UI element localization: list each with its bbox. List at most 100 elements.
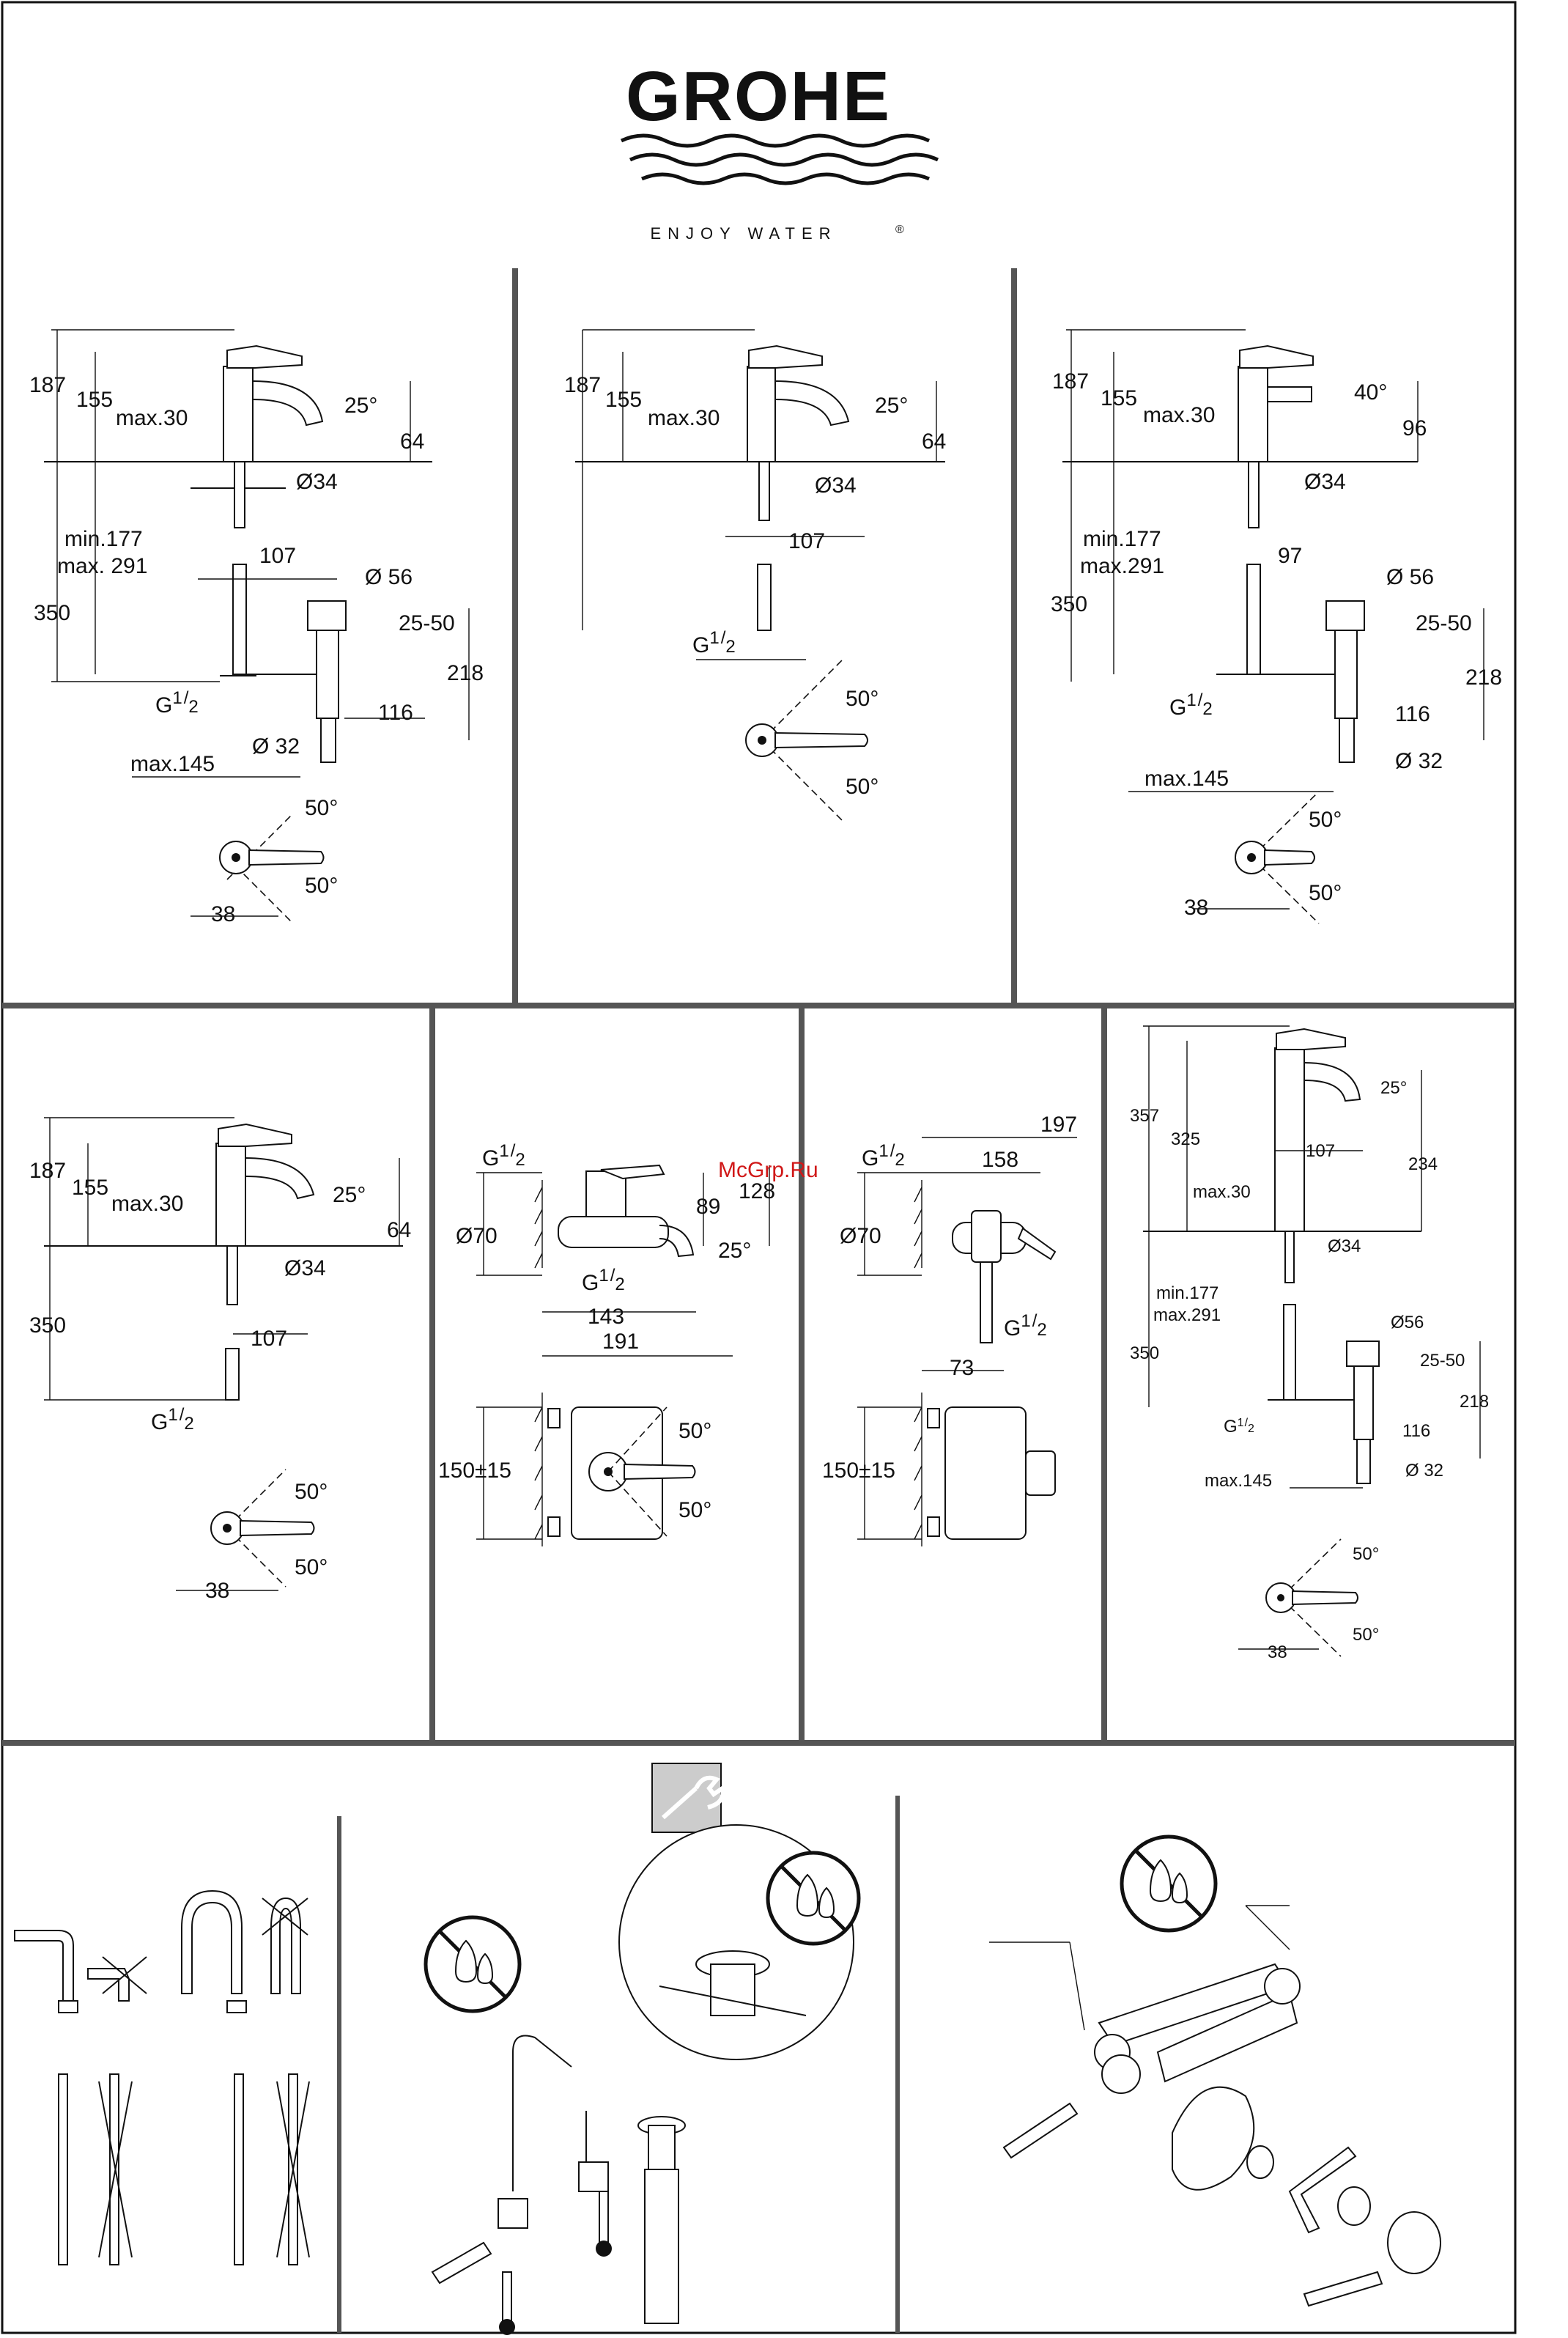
mixer-box xyxy=(1156,1992,1298,2083)
mixer-handle xyxy=(971,1210,1002,1263)
dim-max291: max.291 xyxy=(1153,1305,1221,1325)
dim-angle-50-upper: 50° xyxy=(1309,808,1342,832)
plan-outlet xyxy=(1025,1450,1056,1496)
dim-dia56: Ø56 xyxy=(1391,1313,1424,1332)
logo-wave-1 xyxy=(620,133,931,148)
dim-107: 107 xyxy=(251,1327,287,1351)
dim-325: 325 xyxy=(1171,1129,1200,1149)
dim-38: 38 xyxy=(1184,896,1208,920)
dim-187: 187 xyxy=(1052,369,1089,394)
dim-g-half: G1/2 xyxy=(151,1405,194,1434)
dim-g-half: G1/2 xyxy=(1169,690,1213,720)
dim-angle-50-upper: 50° xyxy=(678,1419,711,1443)
supply-hose xyxy=(225,1348,240,1401)
dim-25-50: 25-50 xyxy=(1416,611,1472,635)
dim-max291: max.291 xyxy=(1080,554,1164,578)
dim-dia32: Ø 32 xyxy=(1405,1461,1443,1480)
supply-hose xyxy=(232,564,247,675)
fixing-shank xyxy=(226,1245,238,1305)
dim-155: 155 xyxy=(72,1176,108,1200)
dim-g-half: G1/2 xyxy=(155,688,199,718)
dim-350: 350 xyxy=(1051,592,1087,616)
mixer-lever-housing xyxy=(585,1170,626,1217)
tap-lever xyxy=(1239,344,1314,369)
dim-angle-25: 25° xyxy=(333,1183,366,1207)
dim-angle-50-lower: 50° xyxy=(305,874,338,898)
dim-max30: max.30 xyxy=(648,406,720,430)
grohe-logo: GROHE ENJOY WATER ® xyxy=(620,57,939,243)
dim-angle-50-upper: 50° xyxy=(846,687,879,711)
plan-lever xyxy=(240,1519,315,1537)
dim-angle-50-upper: 50° xyxy=(305,796,338,820)
separator-bottom-row-2 xyxy=(895,1796,900,2333)
dim-350: 350 xyxy=(1130,1343,1159,1363)
wrench-outline-left xyxy=(1002,2102,1079,2159)
dim-191: 191 xyxy=(602,1330,639,1354)
tap-lever xyxy=(226,344,303,369)
tap-lever xyxy=(748,344,823,369)
dim-max30: max.30 xyxy=(116,406,188,430)
dim-25-50: 25-50 xyxy=(399,611,455,635)
dim-angle-50-lower: 50° xyxy=(295,1555,328,1579)
tap-body xyxy=(1274,1047,1305,1232)
thermometer-hot-icon xyxy=(599,2191,609,2243)
dim-73: 73 xyxy=(950,1356,974,1380)
dim-150: 150±15 xyxy=(822,1459,895,1483)
plan-lever xyxy=(624,1463,696,1480)
panel-shower-mixer: G1/2 Ø70 197 158 G1/2 73 150±15 xyxy=(822,1113,1077,1546)
tap-body xyxy=(1238,366,1268,462)
dim-g-half: G1/2 xyxy=(1224,1417,1254,1437)
separator-mid-row-3 xyxy=(1101,1008,1107,1740)
dim-dia70: Ø70 xyxy=(456,1224,498,1248)
panel-basin-mixer-smooth-body: 187 155 max.30 25° 64 Ø34 107 G1/2 50° 5… xyxy=(564,329,946,822)
logo-registered-mark: ® xyxy=(895,224,904,236)
dim-97: 97 xyxy=(1278,544,1302,568)
dim-angle-50-lower: 50° xyxy=(846,775,879,799)
panel-tall-basin-mixer: 357 325 25° 107 234 max.30 Ø34 min.177 m… xyxy=(1130,1025,1489,1662)
dim-dia34: Ø34 xyxy=(815,473,857,498)
dim-25-50: 25-50 xyxy=(1420,1351,1465,1371)
mixer-lever xyxy=(1017,1227,1057,1261)
separator-bottom-row-1 xyxy=(337,1816,341,2333)
dim-max30: max.30 xyxy=(111,1192,183,1216)
dim-155: 155 xyxy=(76,388,113,412)
dim-max145: max.145 xyxy=(1205,1471,1272,1491)
plan-lever xyxy=(1264,849,1315,866)
dim-218: 218 xyxy=(1465,665,1502,690)
dim-64: 64 xyxy=(387,1218,411,1242)
cover-plate xyxy=(1172,2086,1255,2191)
plan-lever xyxy=(248,849,325,866)
dim-116: 116 xyxy=(1395,702,1430,726)
dim-158: 158 xyxy=(982,1148,1018,1172)
dim-dia70: Ø70 xyxy=(840,1224,881,1248)
separator-top-row-1 xyxy=(512,268,518,1003)
dim-107: 107 xyxy=(259,544,296,568)
panel-bath-mixer: G1/2 Ø70 89 128 25° G1/2 143 191 150±15 … xyxy=(438,1141,818,1546)
panel-hose-handling xyxy=(14,1889,310,2265)
dim-angle-50-lower: 50° xyxy=(678,1498,711,1522)
dim-angle-50-upper: 50° xyxy=(1353,1544,1379,1564)
thermometer-cold-icon xyxy=(502,2271,512,2324)
panel-bidet-mixer: 187 155 max.30 40° 96 Ø34 min.177 max.29… xyxy=(1051,329,1502,924)
tap-spout xyxy=(1303,1062,1361,1102)
hose-bent-correct xyxy=(14,1930,74,2002)
dim-angle-25: 25° xyxy=(718,1239,751,1263)
dim-155: 155 xyxy=(1101,386,1137,410)
tap-lever xyxy=(1276,1028,1346,1050)
logo-wave-2 xyxy=(629,152,939,167)
watermark: McGrp.Ru xyxy=(718,1158,818,1182)
plan-lever xyxy=(774,731,868,749)
dim-dia56: Ø 56 xyxy=(1386,565,1434,589)
dim-g-half-spout: G1/2 xyxy=(582,1266,625,1295)
dim-dia32: Ø 32 xyxy=(252,734,300,759)
dim-218: 218 xyxy=(447,661,484,685)
dim-116: 116 xyxy=(1402,1421,1430,1441)
separator-mid-row-1 xyxy=(429,1008,435,1740)
dim-38: 38 xyxy=(205,1579,229,1603)
dim-min177: min.177 xyxy=(1156,1283,1218,1303)
tap-body xyxy=(223,366,254,462)
dim-max145: max.145 xyxy=(1144,767,1229,791)
waste-pipe xyxy=(1356,1439,1371,1484)
dim-350: 350 xyxy=(29,1313,66,1338)
